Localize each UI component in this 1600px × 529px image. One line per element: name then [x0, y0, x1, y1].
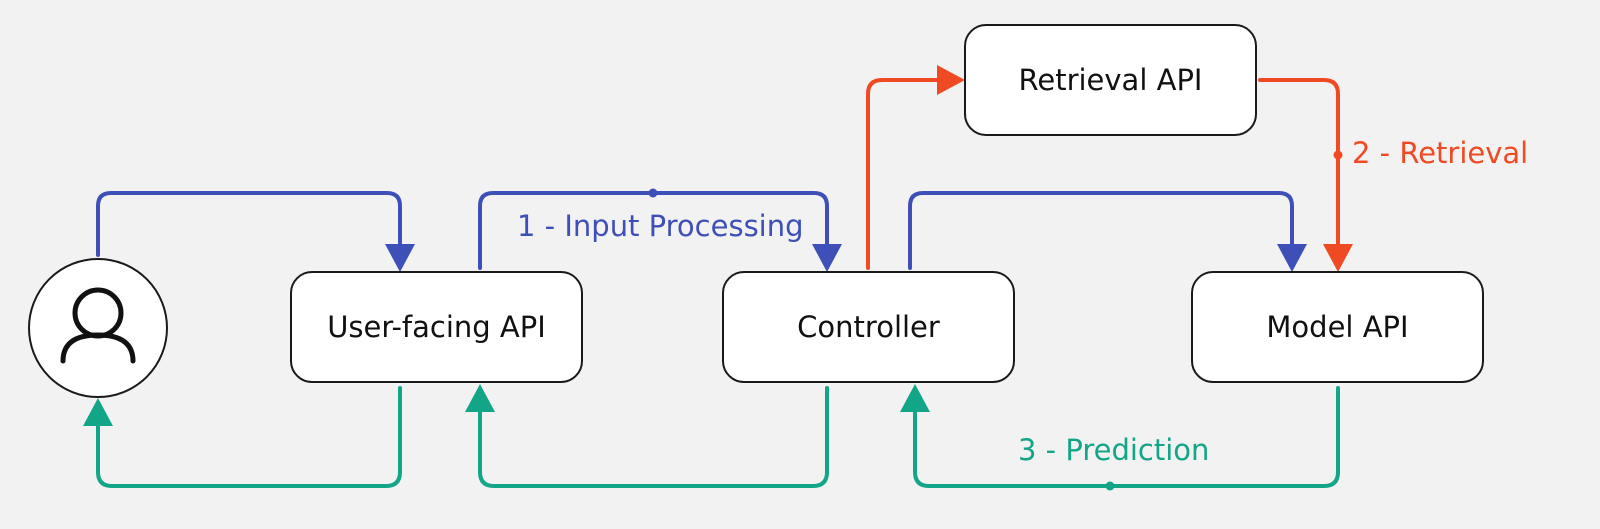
connector-user-to-userapi — [96, 191, 402, 257]
arrowhead-down-model-blue — [1277, 244, 1307, 272]
model-api-label: Model API — [1266, 310, 1409, 344]
midpoint-dot-input — [648, 188, 658, 198]
user-node — [28, 258, 168, 398]
retrieval-api-label: Retrieval API — [1018, 63, 1203, 97]
midpoint-dot-retrieval — [1333, 150, 1343, 160]
connector-controller-to-retrieval — [866, 78, 944, 270]
arrowhead-right-retrieval — [937, 65, 965, 95]
arrowhead-down-model-orange — [1323, 244, 1353, 272]
flow-label-input: 1 - Input Processing — [517, 209, 804, 243]
arrowhead-down-userapi — [385, 244, 415, 272]
arrowhead-up-controller — [900, 384, 930, 412]
user-facing-api-label: User-facing API — [327, 310, 546, 344]
connector-retrieval-to-model — [1258, 78, 1340, 250]
flow-label-retrieval: 2 - Retrieval — [1352, 136, 1529, 170]
flow-label-prediction: 3 - Prediction — [1018, 433, 1210, 467]
model-api-node: Model API — [1191, 271, 1484, 383]
connector-controller-to-userapi — [478, 386, 829, 488]
retrieval-api-node: Retrieval API — [964, 24, 1257, 136]
arrowhead-up-user — [83, 398, 113, 426]
user-icon — [60, 287, 136, 364]
connector-model-to-controller — [913, 386, 1340, 488]
arrowhead-down-controller — [812, 244, 842, 272]
connector-controller-to-model — [908, 191, 1294, 270]
connector-userapi-to-user — [96, 386, 402, 488]
user-facing-api-node: User-facing API — [290, 271, 583, 383]
controller-node: Controller — [722, 271, 1015, 383]
controller-label: Controller — [797, 310, 940, 344]
arrowhead-up-userapi — [465, 384, 495, 412]
midpoint-dot-prediction — [1105, 481, 1115, 491]
